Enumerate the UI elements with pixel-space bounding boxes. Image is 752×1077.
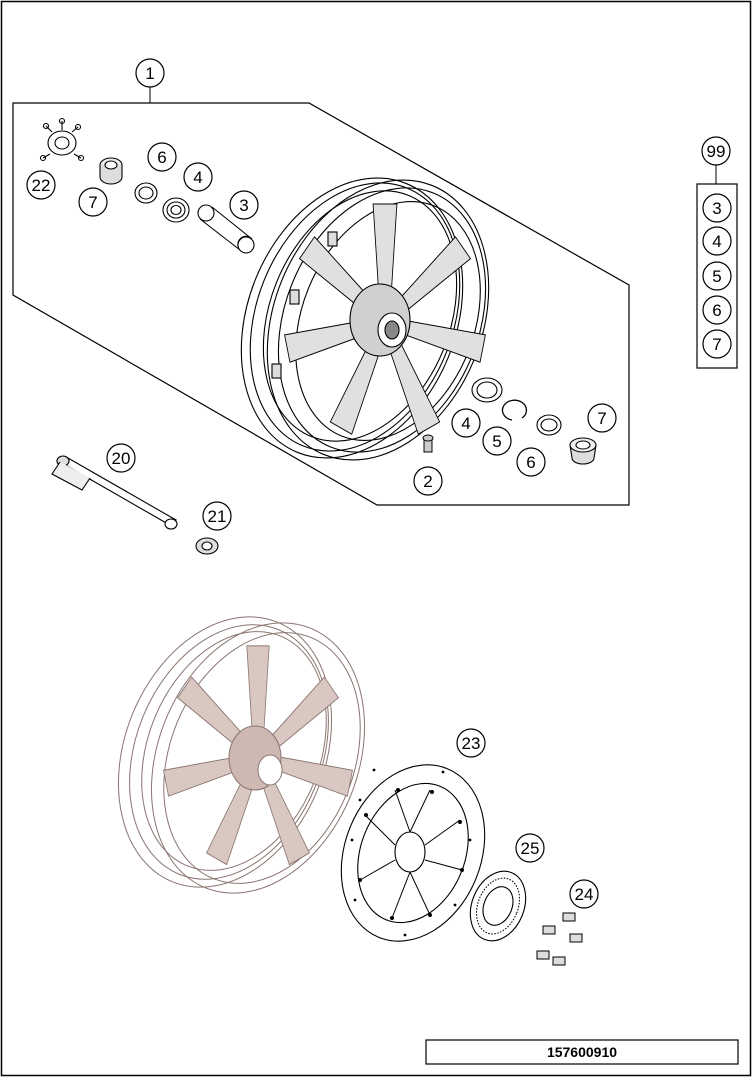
part-2-valve [422, 434, 434, 453]
part-24-bolts [536, 912, 583, 966]
callout-4-left[interactable]: 4 [183, 162, 213, 192]
svg-text:23: 23 [462, 734, 481, 753]
callout-5[interactable]: 5 [482, 426, 512, 456]
callouts: 1 22 7 6 4 3 99 4 5 6 7 2 20 21 23 25 24… [26, 58, 732, 909]
svg-text:25: 25 [521, 839, 540, 858]
front-wheel-faded [117, 616, 366, 894]
kit-99-item-3[interactable]: 3 [702, 193, 732, 223]
svg-text:5: 5 [492, 432, 501, 451]
callout-25[interactable]: 25 [515, 833, 545, 863]
svg-text:6: 6 [526, 453, 535, 472]
svg-text:4: 4 [712, 232, 721, 251]
svg-text:99: 99 [707, 142, 726, 161]
front-wheel [240, 177, 490, 461]
part-4-bearing-left [162, 197, 190, 223]
callout-1[interactable]: 1 [135, 58, 165, 88]
callout-20[interactable]: 20 [106, 443, 136, 473]
svg-text:20: 20 [112, 449, 131, 468]
svg-text:7: 7 [712, 335, 721, 354]
diagram-id-box: 157600910 [425, 1039, 739, 1065]
svg-text:2: 2 [423, 472, 432, 491]
svg-text:4: 4 [461, 414, 470, 433]
callout-23[interactable]: 23 [456, 728, 486, 758]
part-20-axle [51, 455, 178, 530]
assembly-boundary [12, 102, 630, 506]
part-7-spacer-left [99, 157, 123, 185]
callout-7-right[interactable]: 7 [587, 403, 617, 433]
part-5-circlip [501, 399, 528, 421]
part-4-bearing-right [471, 377, 503, 403]
svg-text:5: 5 [712, 267, 721, 286]
part-21-nut [195, 537, 219, 555]
part-6-seal-right [536, 414, 562, 436]
callout-6-left[interactable]: 6 [147, 142, 177, 172]
callout-7-left[interactable]: 7 [78, 187, 108, 217]
svg-text:1: 1 [145, 64, 154, 83]
svg-text:22: 22 [32, 176, 51, 195]
svg-text:6: 6 [712, 301, 721, 320]
part-23-brake-disc [340, 764, 486, 942]
part-25-sensor-ring [469, 870, 527, 942]
callout-4-right[interactable]: 4 [451, 408, 481, 438]
svg-text:24: 24 [575, 885, 594, 904]
part-22-flange [39, 117, 85, 162]
part-6-seal-left [134, 182, 158, 204]
kit-99-item-6[interactable]: 6 [702, 295, 732, 325]
kit-99-item-7[interactable]: 7 [702, 329, 732, 359]
kit-99-box [696, 165, 738, 369]
callout-22[interactable]: 22 [26, 170, 56, 200]
svg-text:4: 4 [193, 168, 202, 187]
part-7-spacer-right [569, 437, 597, 465]
callout-6-right[interactable]: 6 [516, 447, 546, 477]
kit-99-item-5[interactable]: 5 [702, 261, 732, 291]
callout-99[interactable]: 99 [701, 136, 731, 166]
svg-text:7: 7 [88, 193, 97, 212]
svg-text:21: 21 [208, 507, 227, 526]
svg-text:7: 7 [597, 409, 606, 428]
kit-99-item-4[interactable]: 4 [702, 226, 732, 256]
callout-21[interactable]: 21 [202, 501, 232, 531]
callout-24[interactable]: 24 [569, 879, 599, 909]
diagram-id: 157600910 [547, 1044, 617, 1060]
svg-text:3: 3 [239, 196, 248, 215]
callout-2[interactable]: 2 [413, 466, 443, 496]
svg-text:6: 6 [157, 148, 166, 167]
svg-text:3: 3 [712, 199, 721, 218]
callout-3[interactable]: 3 [229, 190, 259, 220]
part-3-tube [197, 204, 255, 254]
